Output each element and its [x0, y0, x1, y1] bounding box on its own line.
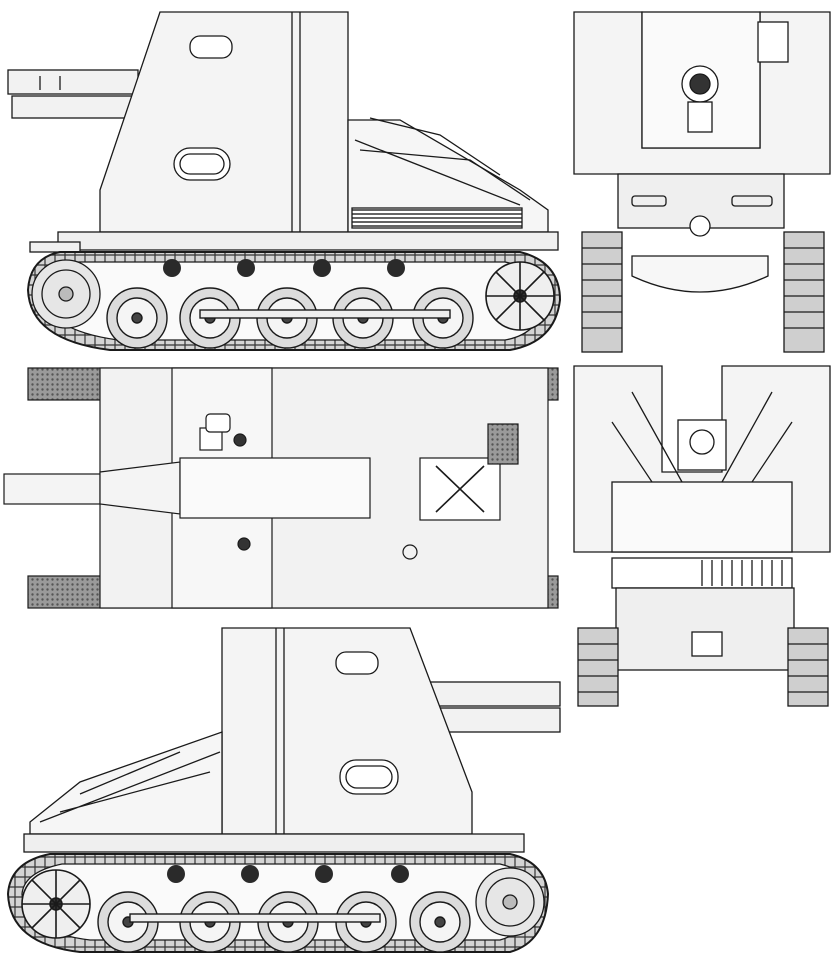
idler-wheel	[485, 261, 555, 331]
rear-hull	[615, 587, 795, 671]
top-gun-barrel	[3, 457, 371, 519]
top-view-drawing	[3, 367, 559, 609]
right-idler-wheel	[21, 869, 91, 939]
rear-view-drawing	[573, 365, 831, 707]
hull	[57, 231, 559, 251]
right-rear-equipment	[29, 731, 223, 835]
rear-right-track	[787, 627, 829, 707]
road-wheels	[106, 287, 474, 349]
return-rollers	[163, 259, 405, 277]
side-view-left	[0, 0, 570, 362]
rear-left-track	[577, 627, 619, 707]
gun-shield	[99, 11, 349, 233]
right-track-front	[783, 231, 825, 353]
rear-breech	[677, 419, 727, 471]
front-view-drawing	[573, 11, 831, 353]
rear-equipment	[347, 117, 549, 233]
front-view	[572, 8, 834, 356]
right-drive-sprocket	[475, 867, 545, 937]
side-view-right-drawing	[6, 627, 561, 953]
right-gun-shield	[221, 627, 473, 835]
left-track-front	[581, 231, 623, 353]
right-road-wheels	[97, 891, 471, 953]
rear-view	[572, 362, 834, 708]
right-hull	[23, 833, 525, 853]
right-return-rollers	[167, 865, 409, 883]
side-view-right	[0, 622, 570, 978]
drive-sprocket	[31, 259, 101, 329]
gun-barrel	[7, 69, 153, 119]
top-view	[0, 362, 570, 622]
side-view-left-drawing	[7, 11, 562, 351]
